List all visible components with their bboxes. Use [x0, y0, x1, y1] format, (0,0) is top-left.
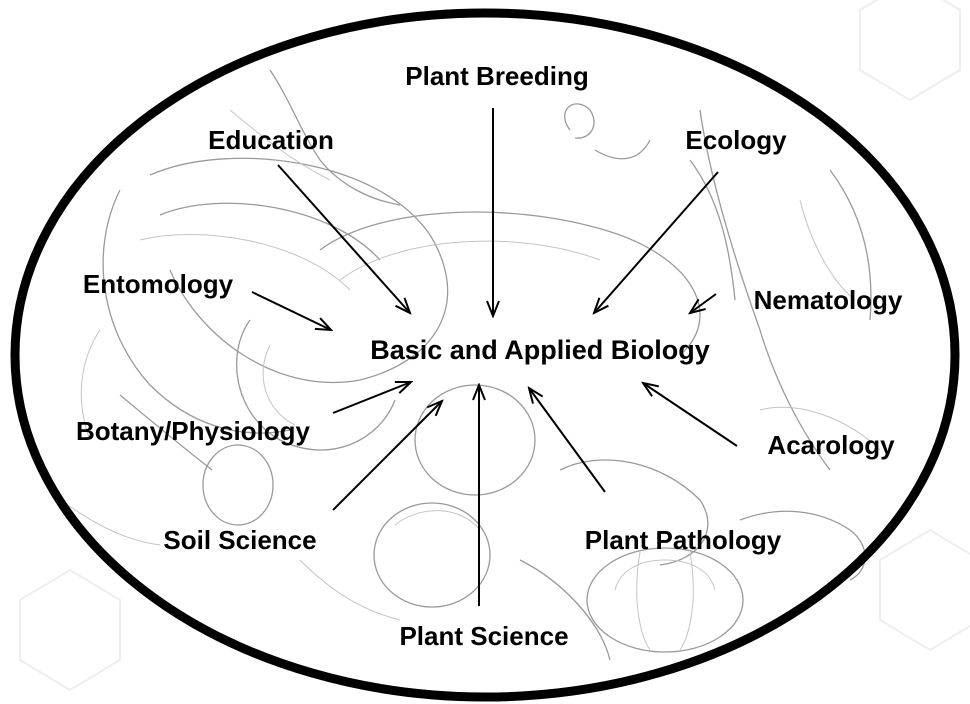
center-label: Basic and Applied Biology: [370, 335, 710, 365]
label-plant-science: Plant Science: [399, 621, 568, 651]
label-nematology: Nematology: [754, 285, 903, 315]
arrow-nematology: [690, 294, 716, 313]
arrow-education: [278, 165, 410, 313]
label-entomology: Entomology: [83, 269, 234, 299]
label-education: Education: [208, 125, 334, 155]
arrow-plant-pathology: [529, 388, 605, 492]
arrow-entomology: [252, 292, 331, 330]
center-node: Basic and Applied Biology: [370, 335, 710, 365]
label-plant-breeding: Plant Breeding: [405, 61, 588, 91]
arrow-soil-science: [333, 401, 442, 510]
label-ecology: Ecology: [685, 125, 787, 155]
harvest-illustration: [60, 70, 880, 660]
arrow-ecology: [594, 172, 718, 313]
label-acarology: Acarology: [767, 430, 895, 460]
label-soil-science: Soil Science: [163, 525, 316, 555]
arrow-botany-physiology: [333, 382, 411, 413]
label-plant-pathology: Plant Pathology: [585, 525, 782, 555]
arrow-acarology: [643, 383, 737, 446]
label-botany-physiology: Botany/Physiology: [76, 416, 311, 446]
